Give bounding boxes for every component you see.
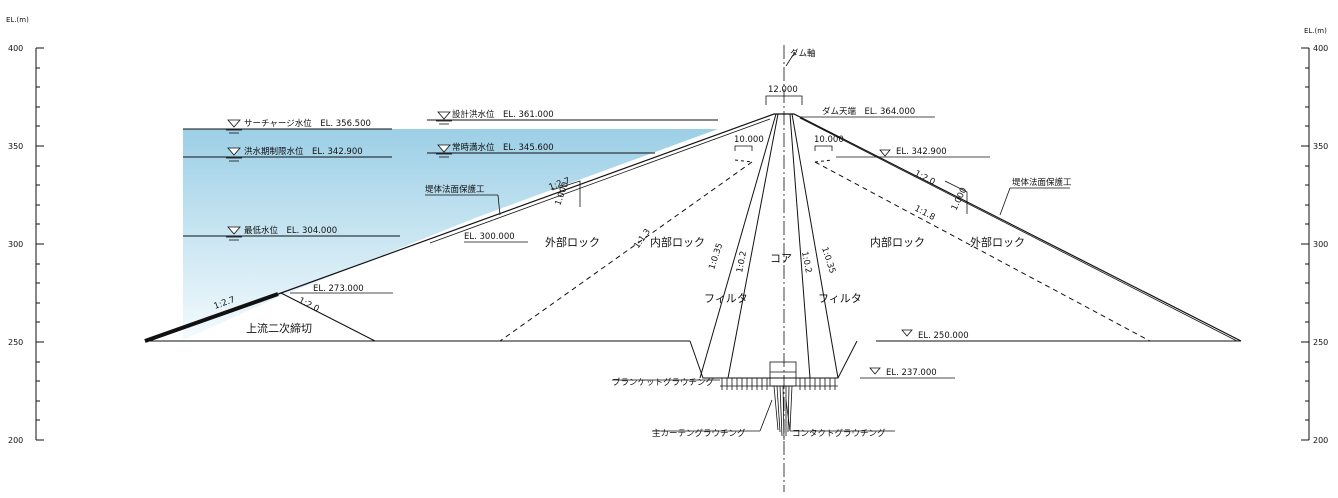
right-elevation-axis (1301, 47, 1310, 441)
el-250-label: EL. 250.000 (918, 331, 969, 341)
left-tick-400: 400 (8, 44, 23, 53)
cofferdam-label: 上流二次締切 (246, 321, 312, 335)
right-axis-title: EL.(m) (1304, 27, 1327, 35)
upstream-filter-inner-slope-label: 1:0.2 (735, 250, 749, 273)
contact-grouting-label: コンタクトグラウチング (792, 428, 886, 439)
el-237-label: EL. 237.000 (886, 368, 937, 378)
downstream-inner-rock-label: 内部ロック (870, 235, 925, 249)
right-tick-200: 200 (1313, 436, 1328, 445)
downstream-filter-outer-slope-label: 1:0.35 (819, 246, 837, 275)
slope-ratio-marks (551, 180, 968, 214)
right-tick-350: 350 (1313, 142, 1328, 151)
downstream-slope-protection-label: 堤体法面保護工 (1012, 177, 1072, 188)
water-level-lines (183, 119, 718, 237)
downstream-filter-inner-slope-label: 1:0.2 (799, 251, 813, 274)
el-300-label: EL. 300.000 (464, 232, 515, 242)
dam-axis-label: ダム軸 (790, 48, 816, 59)
upstream-inner-rock-label: 内部ロック (650, 235, 705, 249)
reservoir-water (183, 129, 718, 340)
el-342-downstream-label: EL. 342.900 (896, 147, 947, 157)
water-level-markers (226, 111, 913, 375)
right-tick-250: 250 (1313, 338, 1328, 347)
left-elevation-axis (35, 47, 44, 441)
curtain-grouting-label: 主カーテングラウチング (652, 428, 746, 439)
upstream-slope-protection-label: 堤体法面保護工 (425, 184, 485, 195)
left-tick-300: 300 (8, 240, 23, 249)
left-tick-250: 250 (8, 338, 23, 347)
downstream-inner-slope-label: 1:1.8 (913, 204, 937, 223)
right-tick-300: 300 (1313, 240, 1328, 249)
leader-lines (290, 116, 1070, 432)
downstream-outer-rock-label: 外部ロック (970, 235, 1025, 249)
left-tick-350: 350 (8, 142, 23, 151)
crest-elevation-label: ダム天端 EL. 364.000 (822, 106, 915, 117)
crest-width-dimension (734, 95, 833, 151)
blanket-grouting-label: ブランケットグラウチング (612, 377, 715, 388)
dam-axis-line (783, 45, 796, 492)
upstream-filter-label: フィルタ (704, 292, 748, 305)
zone-boundaries (499, 113, 1151, 379)
el-273-label: EL. 273.000 (313, 284, 364, 294)
upstream-filter-outer-slope-label: 1:0.35 (707, 242, 725, 271)
grouting-structure (720, 361, 838, 441)
right-tick-400: 400 (1313, 44, 1328, 53)
downstream-width-label: 10.000 (814, 135, 844, 145)
downstream-slope-divisor-label: 1.000 (950, 186, 970, 212)
downstream-main-slope-label: 1:2.0 (913, 169, 937, 188)
design-flood-level-label: 設計洪水位 EL. 361.000 (452, 109, 554, 120)
surcharge-level-label: サーチャージ水位 EL. 356.500 (244, 118, 371, 129)
core-label: コア (770, 252, 792, 265)
lowest-water-level-label: 最低水位 EL. 304.000 (244, 225, 337, 236)
left-axis-title: EL.(m) (6, 16, 29, 24)
crest-width-label: 12.000 (768, 85, 798, 95)
flood-limit-level-label: 洪水期制限水位 EL. 342.900 (244, 146, 363, 157)
normal-water-level-label: 常時満水位 EL. 345.600 (452, 142, 554, 153)
downstream-filter-label: フィルタ (818, 292, 862, 305)
cofferdam-downstream-slope-label: 1:2.0 (297, 296, 321, 315)
upstream-outer-rock-label: 外部ロック (545, 235, 600, 249)
left-tick-200: 200 (8, 436, 23, 445)
upstream-width-label: 10.000 (734, 135, 764, 145)
upstream-cofferdam (144, 292, 376, 343)
